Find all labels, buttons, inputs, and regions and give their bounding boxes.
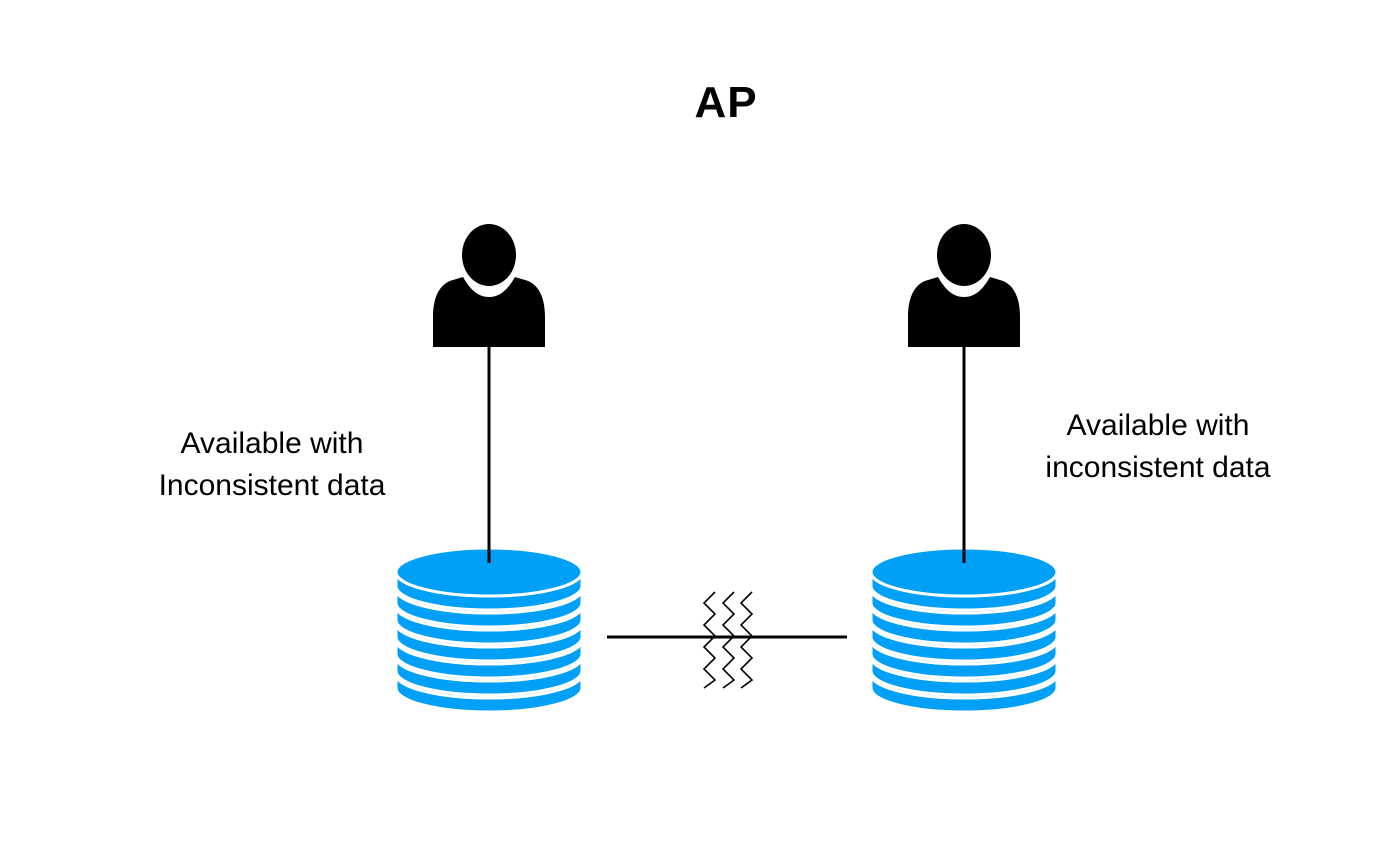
left-database-icon — [394, 546, 584, 714]
right-node-caption: Available with inconsistent data — [1008, 405, 1308, 489]
left-caption-line1: Available with — [180, 427, 364, 460]
right-user-icon — [908, 224, 1020, 347]
network-partition-icon — [702, 591, 754, 689]
diagram-title: AP — [694, 78, 758, 127]
left-caption-line2: Inconsistent data — [158, 469, 386, 502]
right-database-icon — [869, 546, 1059, 714]
left-node-caption: Available with Inconsistent data — [122, 423, 422, 507]
right-caption-line1: Available with — [1066, 409, 1250, 442]
right-caption-line2: inconsistent data — [1045, 451, 1271, 484]
left-user-icon — [433, 224, 545, 347]
